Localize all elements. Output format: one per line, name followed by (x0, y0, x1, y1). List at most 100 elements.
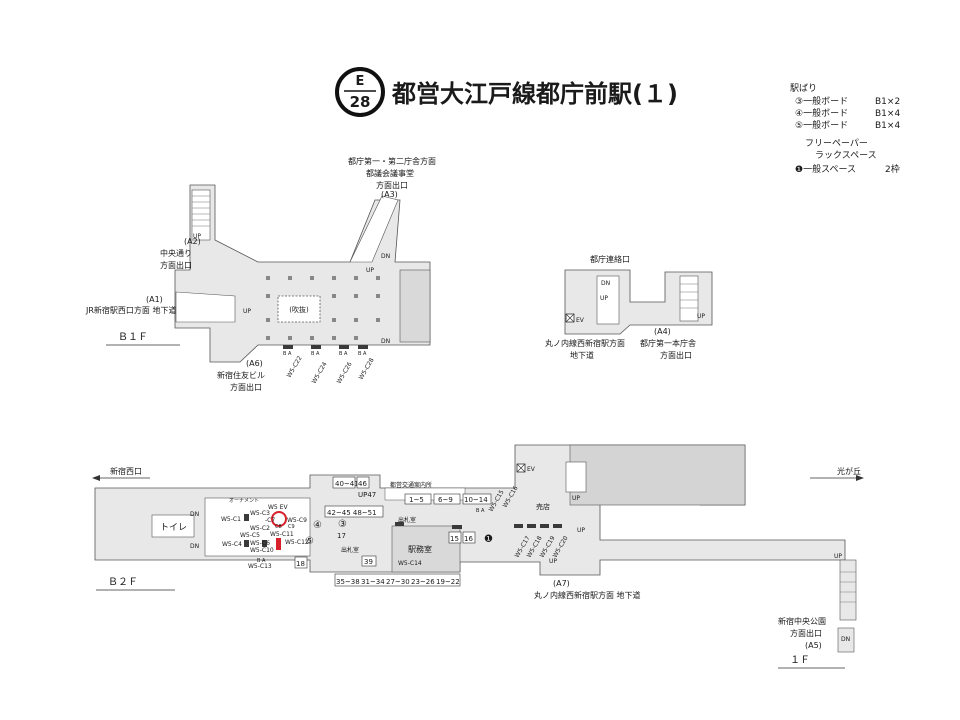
exit-a5-code: (A5) (805, 641, 822, 650)
box-1-5: 1~5 (409, 496, 424, 504)
b2f-dn-2: DN (190, 543, 199, 550)
board-circle-5: ⑤ (305, 536, 314, 547)
board-ba-2: B A (311, 351, 320, 357)
b1f-dn-top: DN (381, 253, 390, 260)
box-17: 17 (337, 532, 346, 540)
f1-dn: DN (841, 636, 850, 643)
station-number: 28 (350, 93, 371, 111)
line-badge-letter: E (356, 74, 365, 89)
b1f-up-a3: UP (366, 267, 374, 274)
board-ba-4: B A (358, 351, 367, 357)
b1f-floor-label: Ｂ１Ｆ (118, 332, 148, 343)
w-code-c11: W5-C11 (270, 531, 294, 538)
exit-a2-line1: 中央通り (160, 248, 192, 258)
board-code-c22: W5-C22 (286, 355, 304, 379)
legend-item-2: ④一般ボード (795, 107, 848, 119)
exit-a3-line1: 都庁第一・第二庁舎方面 (348, 156, 436, 166)
b2f-ba-2: B A (476, 508, 485, 514)
board-circle-4: ④ (313, 520, 322, 531)
exit-a1-code: (A1) (146, 295, 163, 304)
board-ba-3: B A (339, 351, 348, 357)
space-marker: ❶ (484, 534, 493, 545)
exit-a4-line2: 方面出口 (660, 350, 692, 360)
exit-a2-line2: 方面出口 (160, 260, 192, 270)
toilet-label: トイレ (160, 523, 187, 533)
box-46: 46 (358, 480, 367, 488)
b2f-boards (244, 514, 562, 547)
east-b1-ev: EV (576, 317, 585, 324)
east-b1-up-right: UP (697, 313, 705, 320)
legend-item-3: ⑤一般ボード (795, 119, 848, 131)
east-b1-up-left: UP (600, 295, 608, 302)
b2f-up-top-right: UP (572, 495, 580, 502)
box-18: 18 (296, 560, 305, 568)
legend-item-1: ③一般ボード (795, 95, 848, 107)
board-ba-1: B A (283, 351, 292, 357)
legend-free-paper: フリーペーパー (805, 138, 868, 149)
toilet-room (151, 514, 195, 538)
page-title: 都営大江戸線都庁前駅(１) (391, 80, 678, 108)
east-b1-bottom-line1: 丸ノ内線西新宿駅方面 (545, 338, 625, 348)
box-15: 15 (450, 535, 459, 543)
b1f-up-a2: UP (193, 233, 201, 240)
stairs-a3 (349, 195, 399, 263)
info-center-label: 都営交通案内所 (390, 481, 432, 489)
legend-heading: 駅ばり (790, 83, 817, 94)
code-c9-short: C9 (288, 524, 295, 530)
east-b1-top-label: 都庁連絡口 (590, 254, 630, 264)
east-b1-bottom-line2: 地下道 (570, 350, 594, 360)
atrium-label: (吹抜) (289, 305, 309, 314)
east-b1-area: EV DN UP UP 都庁連絡口 (A4) 都庁第一本庁舎 方面出口 丸ノ内線… (545, 254, 713, 360)
box-19-22: 19~22 (436, 578, 460, 586)
box-27-30: 27~30 (386, 578, 410, 586)
b1f-concourse: (吹抜) B A B A B A B A W5-C22 W5-C24 W5-C2… (85, 156, 436, 392)
legend-space-value: 2枠 (885, 163, 900, 175)
w-code-c1: W5-C1 (221, 516, 241, 523)
legend-value-1: B1×2 (875, 97, 900, 107)
direction-right-label: 光が丘 (837, 466, 861, 476)
exit-a6-code: (A6) (246, 359, 263, 368)
kiosk-label: 売店 (536, 502, 550, 511)
w-code-c3: W5-C3 (250, 510, 270, 517)
f1-floor-label: １Ｆ (790, 655, 810, 666)
box-39: 39 (364, 558, 373, 566)
exit-a6-line2: 方面出口 (230, 382, 262, 392)
b2f-ev: EV (527, 466, 536, 473)
w-code-c9: W5-C9 (287, 517, 307, 524)
board-circle-3: ③ (338, 519, 347, 530)
b2f-dn-1: DN (190, 511, 199, 518)
w-code-c2: W5-C2 (250, 525, 270, 532)
stairs-a5 (839, 559, 857, 621)
atrium (277, 295, 321, 323)
b2f-ev-w5: W5 EV (268, 504, 288, 511)
station-office-label: 駅務室 (408, 544, 432, 554)
highlight-circle (271, 511, 287, 527)
exit-a4-code: (A4) (654, 327, 671, 336)
exit-a2-code: (A2) (184, 237, 201, 246)
exit-a4-line1: 都庁第一本庁舎 (640, 338, 696, 348)
ticket-office-2: 出札室 (341, 546, 359, 554)
exit-a6-line1: 新宿住友ビル (217, 370, 265, 380)
box-up47: UP47 (358, 491, 376, 499)
b2f-platform (204, 497, 311, 557)
box-16: 16 (464, 535, 473, 543)
w-code-c14: W5-C14 (398, 560, 422, 567)
w-code-c10: W5-C10 (250, 547, 274, 554)
b2f-concourse: トイレ 駅務室 都営交通案内所 出札室 出札室 EV UP UP UP 売店 4… (92, 444, 864, 600)
b2f-atrium-note: オーナメント (229, 498, 259, 504)
legend-value-2: B1×4 (875, 109, 900, 119)
exit-a3-line3: 方面出口 (376, 180, 408, 190)
exit-a1-text: JR新宿駅西口方面 地下道 (85, 305, 176, 315)
line-badge (335, 67, 385, 117)
board-code-c24: W5-C24 (311, 361, 329, 385)
legend-space-item: ❶一般スペース (795, 163, 856, 175)
w-code-c6: W5-C6 (250, 540, 270, 547)
exit-a5-line2: 方面出口 (790, 628, 822, 638)
box-40-41: 40~41 (335, 480, 359, 488)
f1-area: UP DN 新宿中央公園 方面出口 (A5) １Ｆ (778, 553, 857, 669)
header: E 28 都営大江戸線都庁前駅(１) (335, 67, 678, 117)
ticket-office-1: 出札室 (398, 516, 416, 524)
highlight-bar (276, 538, 281, 550)
